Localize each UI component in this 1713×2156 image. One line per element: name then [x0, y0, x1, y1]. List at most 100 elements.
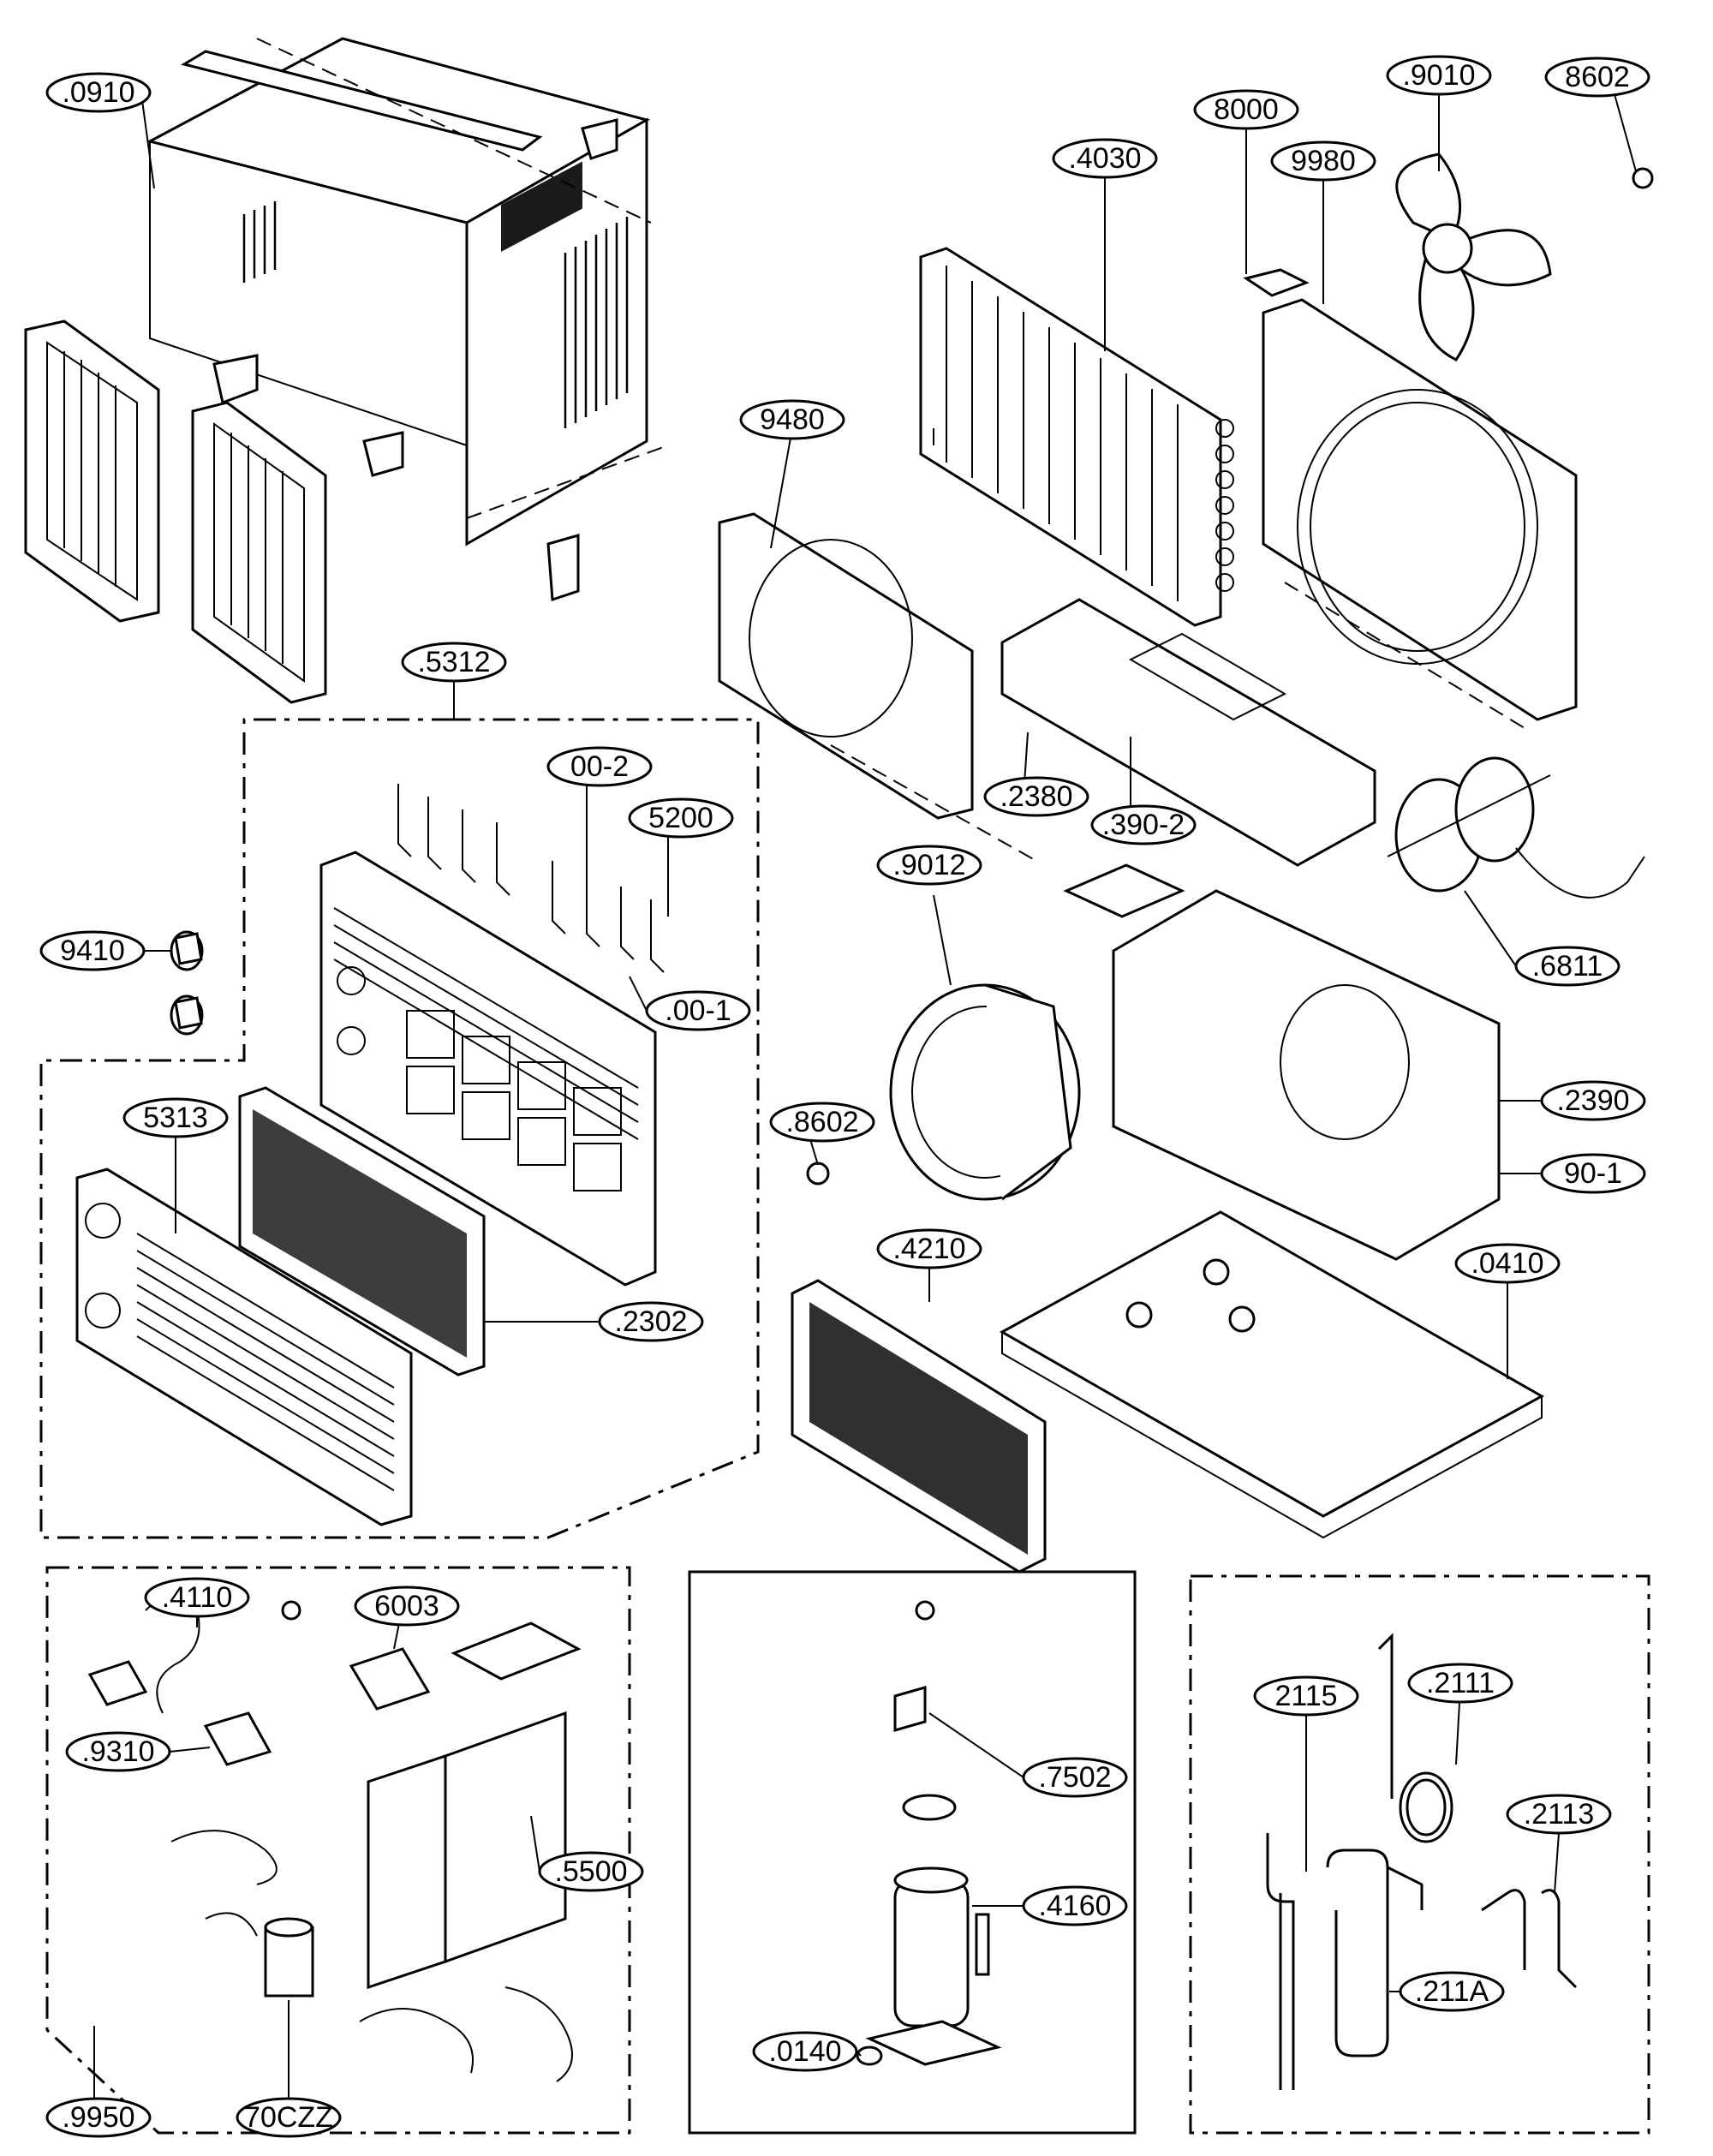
callout-9950: .9950	[45, 2097, 152, 2138]
callout-2111: .2111	[1407, 1663, 1513, 1704]
svg-text:.0910: .0910	[62, 76, 134, 109]
callout-4210: .4210	[876, 1228, 982, 1269]
svg-text:.4110: .4110	[162, 1581, 233, 1614]
callout-211A: .211A	[1399, 1971, 1505, 2012]
side-frame-left	[24, 320, 160, 623]
callout-0910: .0910	[45, 72, 152, 113]
callout-00-1: .00-1	[645, 990, 751, 1031]
callout-5500: .5500	[538, 1851, 644, 1892]
compressor-group-border	[688, 1570, 1137, 2135]
svg-text:.2390: .2390	[1556, 1084, 1629, 1117]
callout-90-1: 90-1	[1540, 1153, 1646, 1194]
svg-text:9480: 9480	[760, 403, 825, 436]
knob-top-icon	[170, 930, 204, 971]
callout-9480: 9480	[739, 399, 845, 440]
condenser-fan-icon	[1395, 152, 1552, 361]
callout-4030: .4030	[1052, 138, 1158, 179]
svg-text:.5312: .5312	[417, 646, 490, 678]
callout-00-2: 00-2	[546, 746, 653, 787]
louver-vanes	[397, 784, 665, 973]
front-grille-part	[319, 851, 657, 1287]
svg-text:.9010: .9010	[1402, 59, 1475, 92]
svg-text:8602: 8602	[1565, 61, 1630, 93]
callout-8000: 8000	[1193, 89, 1299, 130]
bracket-2	[212, 354, 259, 405]
callout-8602-top: 8602	[1544, 57, 1650, 98]
electrical-group-border	[45, 1566, 631, 2135]
evaporator-housing-part	[1063, 863, 1501, 1261]
knob-bottom-icon	[170, 994, 204, 1036]
wire-harness-part	[170, 1830, 573, 2082]
compressor-part	[865, 1866, 1002, 2066]
callout-390-2: .390-2	[1090, 804, 1197, 845]
thermostat-part	[349, 1647, 431, 1711]
callout-2302: .2302	[598, 1301, 704, 1342]
svg-text:.6811: .6811	[1532, 950, 1603, 982]
svg-text:.2111: .2111	[1426, 1667, 1495, 1699]
svg-text:.7502: .7502	[1038, 1761, 1111, 1794]
tubing-group-border	[1189, 1574, 1650, 2135]
callout-4160: .4160	[1022, 1885, 1128, 1926]
suction-tube-part	[1266, 1833, 1295, 2090]
callout-8602-lower: .8602	[769, 1102, 875, 1143]
cabinet-part	[146, 37, 650, 546]
condenser-coil-part	[919, 247, 1234, 627]
callout-0410: .0410	[1454, 1243, 1561, 1284]
drain-pan-part	[1000, 598, 1376, 867]
svg-text:.9950: .9950	[62, 2101, 134, 2134]
svg-text:.0140: .0140	[768, 2035, 841, 2068]
svg-text:.00-1: .00-1	[665, 994, 731, 1027]
side-frame-right	[191, 401, 327, 704]
callout-6003: 6003	[354, 1586, 460, 1627]
fan-shroud-part	[1262, 298, 1578, 721]
callout-4110: .4110	[144, 1577, 250, 1618]
bracket-4	[546, 534, 580, 602]
svg-text:.2113: .2113	[1524, 1798, 1595, 1831]
callout-6811: .6811	[1514, 946, 1620, 987]
svg-text:.2302: .2302	[614, 1305, 687, 1338]
callout-5313: 5313	[122, 1097, 229, 1138]
discharge-tube-part	[1326, 1848, 1424, 2057]
control-panel-group-border	[39, 718, 760, 1539]
svg-text:6003: 6003	[374, 1590, 439, 1622]
callout-9980: 9980	[1270, 140, 1376, 182]
svg-text:.4160: .4160	[1038, 1890, 1111, 1922]
callout-7502: .7502	[1022, 1757, 1128, 1798]
svg-text:.9012: .9012	[892, 849, 965, 881]
capillary-tube-part	[1377, 1633, 1453, 1843]
svg-text:00-2: 00-2	[570, 750, 629, 783]
callout-2380: .2380	[983, 776, 1089, 817]
capacitor-part	[264, 1917, 314, 1998]
svg-text:.2380: .2380	[1000, 780, 1072, 813]
control-panel-cover-part	[75, 1168, 413, 1526]
nut-icon	[1632, 167, 1654, 189]
overload-protector-part	[893, 1686, 957, 1821]
svg-text:.4210: .4210	[892, 1233, 965, 1265]
callout-9012: .9012	[876, 845, 982, 886]
svg-text:8000: 8000	[1214, 93, 1279, 126]
bracket-1	[581, 118, 618, 160]
svg-text:9410: 9410	[60, 935, 125, 967]
base-pan-part	[999, 1210, 1545, 1539]
fan-motor-part	[1387, 756, 1645, 899]
callout-0140: .0140	[752, 2031, 858, 2072]
svg-text:.0410: .0410	[1471, 1247, 1543, 1280]
callout-2113: .2113	[1506, 1794, 1612, 1835]
filter-part	[238, 1086, 486, 1377]
callout-9410: 9410	[39, 930, 146, 971]
grommet-icon	[856, 1600, 935, 2066]
callout-2390: .2390	[1540, 1080, 1646, 1121]
svg-text:.390-2: .390-2	[1102, 809, 1185, 841]
callout-2115: 2115	[1253, 1675, 1359, 1717]
mounting-bracket-part	[1243, 268, 1310, 297]
svg-text:5313: 5313	[143, 1102, 208, 1134]
svg-text:.8602: .8602	[785, 1106, 858, 1138]
callout-5312: .5312	[401, 642, 507, 683]
selector-switch-part	[203, 1711, 272, 1766]
svg-text:9980: 9980	[1291, 145, 1356, 177]
svg-text:5200: 5200	[648, 802, 713, 834]
control-box-part	[367, 1621, 582, 1990]
return-tube-part	[1481, 1889, 1578, 1989]
callout-70CZZ: 70CZZ	[236, 2097, 342, 2138]
